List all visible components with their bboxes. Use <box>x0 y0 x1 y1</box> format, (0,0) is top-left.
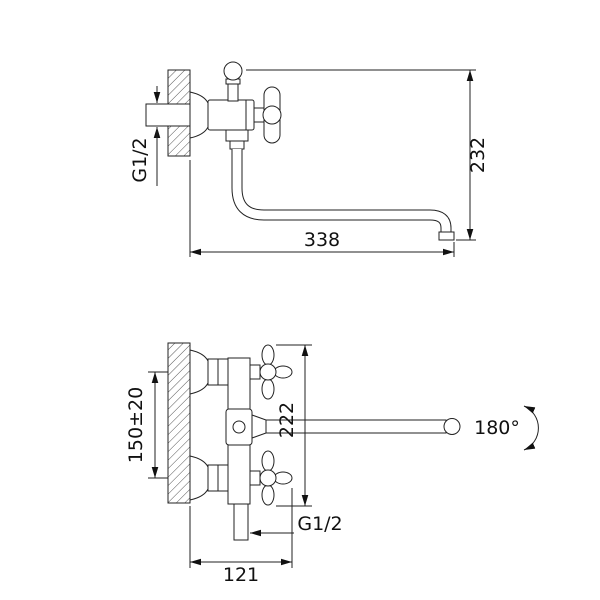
handle-stem-top <box>249 364 261 380</box>
callout-outlet-thread: G1/2 <box>250 513 343 537</box>
handle-hub-side <box>262 105 282 125</box>
dim-inlet-spacing: 150±20 <box>125 371 168 479</box>
spout-s-shape-inner <box>232 149 451 232</box>
inlet-pipe-stub <box>145 103 191 127</box>
handle-hub-top <box>259 363 277 381</box>
handle-stem-bottom <box>249 470 261 486</box>
rotation-arc <box>523 405 539 451</box>
junction-detail <box>232 420 246 434</box>
bottom-outlet-pipe <box>233 503 249 541</box>
escutcheon-bottom-inlet <box>189 455 209 501</box>
cross-handle-top <box>259 344 293 400</box>
escutcheon-top-view <box>189 91 209 139</box>
spout-end-cap <box>443 418 461 435</box>
wall-section-bottom <box>167 342 191 504</box>
dim-label-outlet-thread: G1/2 <box>297 513 342 535</box>
dim-height-232: 232 <box>246 69 489 241</box>
dim-inlet-thread-top: G1/2 <box>129 86 161 186</box>
diverter-knob <box>223 61 243 81</box>
top-view: G1/2 232 338 <box>129 61 489 257</box>
dim-label-reach-338: 338 <box>304 229 340 251</box>
valve-body <box>207 99 255 131</box>
bottom-view: 150±20 222 180° G1/2 121 <box>125 342 539 586</box>
cross-handle-bottom <box>259 450 293 506</box>
dim-body-height-222: 222 <box>276 344 312 507</box>
aerator-tip <box>438 231 455 241</box>
escutcheon-top-inlet <box>189 349 209 395</box>
dim-label-depth-121: 121 <box>223 564 259 586</box>
spout-nut <box>225 129 249 142</box>
handle-hub-bottom <box>259 469 277 487</box>
dim-label-inlet-spacing: 150±20 <box>125 387 147 463</box>
spout-cone <box>251 414 267 439</box>
dim-label-thread-top: G1/2 <box>129 137 151 182</box>
swivel-angle-indicator: 180° <box>474 405 539 451</box>
dim-reach-338: 338 <box>189 160 455 257</box>
spout-s-shape-outline <box>231 149 452 232</box>
spout-collar <box>229 140 245 150</box>
dim-label-height-232: 232 <box>467 137 489 173</box>
diverter-stem <box>227 83 239 102</box>
dim-label-swivel-angle: 180° <box>474 417 520 439</box>
dim-depth-121: 121 <box>189 488 293 586</box>
dim-label-body-height-222: 222 <box>276 402 298 438</box>
